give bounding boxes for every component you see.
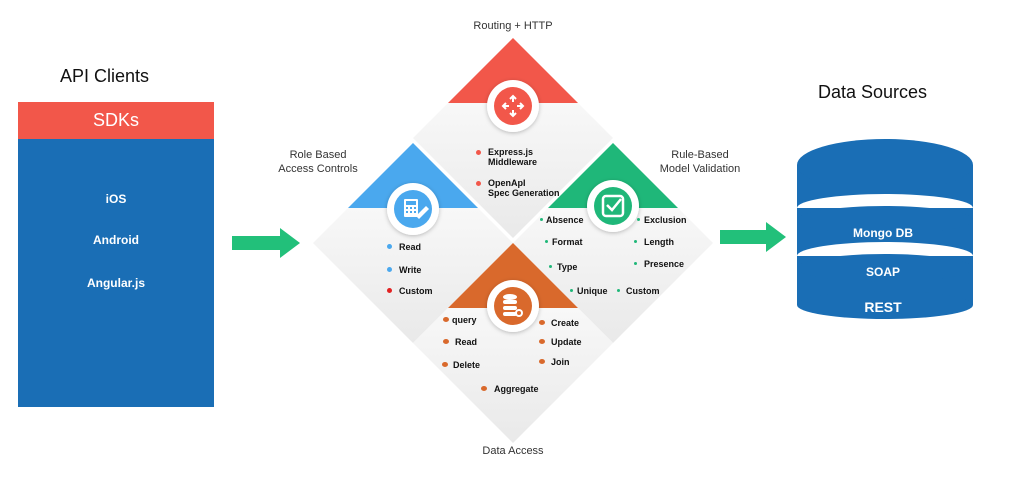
ds-rest: REST (864, 299, 902, 315)
router-icon (487, 80, 539, 132)
routing-cap (448, 38, 578, 103)
routing-item-line: OpenApI (488, 178, 526, 188)
api-clients-box: SDKs iOS Android Angular.js (18, 102, 214, 407)
da-item-label: Join (551, 357, 570, 367)
rbac-item-label: Custom (399, 286, 433, 296)
client-ios: iOS (105, 192, 127, 206)
bullet-dot (634, 262, 637, 265)
da-item-label: query (452, 315, 477, 325)
validation-caption: Rule-Based Model Validation (640, 148, 760, 176)
sdk-bar: SDKs (18, 102, 214, 139)
api-clients-title: API Clients (60, 66, 150, 86)
arrow-right-left (232, 228, 300, 258)
bullet-dot (637, 218, 640, 221)
rbac-cap (348, 143, 478, 208)
validation-item-label: Custom (626, 286, 660, 296)
da-item-label: Create (551, 318, 580, 328)
bullet-dot (539, 320, 545, 325)
da-item-label: Aggregate (494, 384, 539, 394)
validation-item-label: Length (644, 237, 674, 247)
data-access-caption: Data Access (482, 445, 544, 457)
bullet-dot (634, 240, 637, 243)
validation-caption-line2: Model Validation (659, 163, 741, 175)
validation-item-label: Absence (546, 215, 584, 225)
bullet-dot (476, 181, 481, 186)
calculator-icon (387, 183, 439, 235)
da-item-label: Delete (453, 360, 481, 370)
validation-item-label: Exclusion (644, 215, 687, 225)
bullet-dot (617, 289, 620, 292)
bullet-dot (540, 218, 543, 221)
bullet-dot (442, 362, 448, 367)
validation-item-label: Unique (577, 286, 608, 296)
database-cylinder (797, 139, 973, 319)
bullet-dot (549, 265, 552, 268)
validation-cap (548, 143, 678, 208)
bullet-dot (387, 244, 392, 249)
validation-caption-line1: Rule-Based (671, 149, 729, 161)
client-angular: Angular.js (86, 276, 145, 290)
validation-item-label: Type (557, 262, 578, 272)
bullet-dot (570, 289, 573, 292)
bullet-dot (539, 339, 545, 344)
rbac-caption-line1: Role Based (289, 149, 347, 161)
validation-item-label: Presence (644, 259, 685, 269)
rbac-caption-line2: Access Controls (278, 163, 358, 175)
bullet-dot (545, 240, 548, 243)
bullet-dot (481, 386, 487, 391)
validation-item-label: Format (552, 237, 583, 247)
data-sources-title: Data Sources (818, 82, 928, 102)
client-android: Android (93, 233, 139, 247)
rbac-caption: Role Based Access Controls (258, 148, 378, 176)
ds-mongodb: Mongo DB (853, 226, 913, 240)
routing-item-line: Middleware (488, 157, 538, 167)
da-item-label: Read (455, 337, 478, 347)
bullet-dot (476, 150, 481, 155)
da-item-label: Update (551, 337, 582, 347)
bullet-dot (539, 359, 545, 364)
database-icon (487, 280, 539, 332)
bullet-dot (387, 288, 392, 293)
bullet-dot (443, 317, 449, 322)
bullet-dot (387, 267, 392, 272)
data-access-cap (448, 243, 578, 308)
routing-item-line: Spec Generation (488, 188, 560, 198)
routing-item-line: Express.js (488, 147, 534, 157)
routing-caption: Routing + HTTP (473, 20, 553, 32)
rbac-item-label: Read (399, 242, 422, 252)
rbac-item-label: Write (399, 265, 422, 275)
arrow-right-right (720, 222, 786, 252)
checkbox-icon (587, 180, 639, 232)
ds-soap: SOAP (865, 265, 900, 279)
bullet-dot (443, 339, 449, 344)
